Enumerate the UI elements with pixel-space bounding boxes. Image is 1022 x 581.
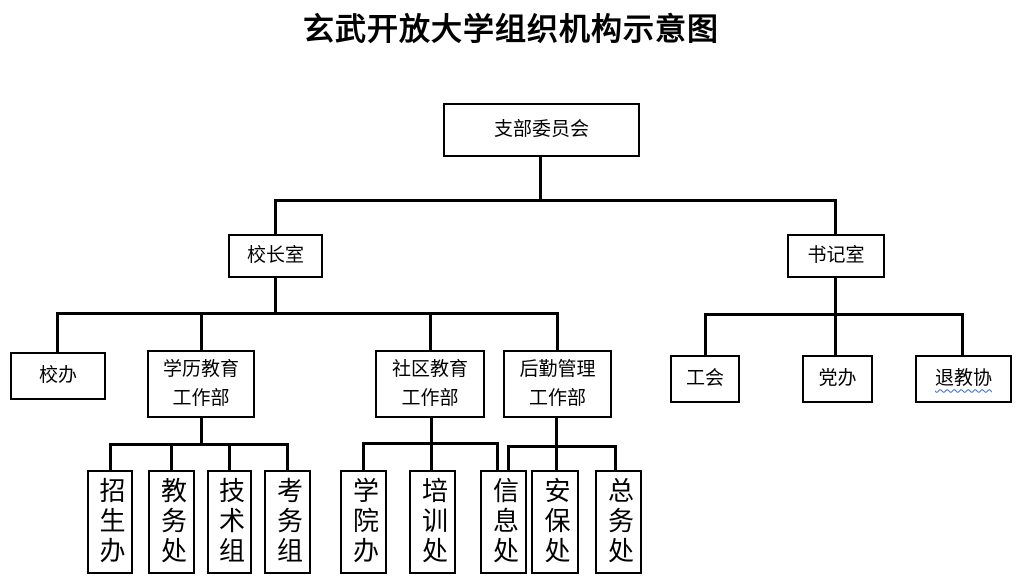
node-community-education-dept-label: 社区教育 工作部 (391, 358, 468, 409)
connector-branch-committee-drop (539, 157, 542, 201)
node-secretary-office: 书记室 (787, 234, 885, 278)
node-school-office-label: 校办 (38, 365, 77, 387)
node-general-affairs-office: 总务处 (595, 470, 642, 574)
node-retired-teachers-assoc: 退教协 (915, 355, 1012, 403)
connector-community-education-drop (429, 312, 432, 350)
connector-principal-office-riser (274, 278, 277, 314)
node-labor-union-label: 工会 (685, 368, 724, 390)
connector-secretary-to-party-office (834, 278, 837, 355)
node-admissions-office: 招生办 (87, 470, 133, 574)
connector-information-office-right-drop (507, 445, 510, 470)
connector-academic-affairs-drop (170, 443, 173, 470)
node-academic-education-dept-label: 学历教育 工作部 (162, 358, 239, 409)
connector-exam-affairs-drop (286, 443, 289, 470)
node-school-office: 校办 (10, 352, 106, 400)
connector-academic-education-drop (200, 312, 203, 350)
connector-secretary-office-drop (834, 199, 837, 234)
connector-labor-union-drop (704, 313, 707, 355)
connector-principal-office-drop (274, 199, 277, 234)
connector-community-children-horizontal (362, 442, 499, 445)
node-security-office-label: 安保处 (541, 477, 570, 567)
node-academic-affairs-office-label: 教务处 (157, 477, 187, 567)
connector-principal-children-horizontal (56, 312, 559, 315)
node-community-education-dept: 社区教育 工作部 (375, 350, 485, 418)
connector-retired-teachers-drop (961, 313, 964, 355)
node-principal-office-label: 校长室 (246, 245, 304, 267)
node-principal-office: 校长室 (228, 234, 323, 278)
node-security-office: 安保处 (531, 470, 579, 574)
node-branch-committee: 支部委员会 (443, 103, 640, 157)
connector-general-affairs-drop (614, 445, 617, 470)
connector-academic-children-horizontal (109, 443, 289, 446)
connector-logistics-drop (556, 312, 559, 350)
node-training-office: 培训处 (409, 470, 456, 574)
connector-logistics-riser (555, 418, 558, 470)
node-academic-affairs-office: 教务处 (148, 470, 195, 574)
node-academic-education-dept: 学历教育 工作部 (147, 350, 255, 418)
connector-level2-horizontal (274, 199, 837, 202)
node-college-office: 学院办 (340, 470, 387, 574)
node-secretary-office-label: 书记室 (807, 245, 865, 267)
node-labor-union: 工会 (670, 355, 740, 403)
connector-admissions-drop (109, 443, 112, 470)
node-information-office-label: 信息处 (489, 477, 519, 567)
node-logistics-management-dept: 后勤管理 工作部 (503, 350, 612, 418)
node-branch-committee-label: 支部委员会 (493, 119, 589, 141)
connector-information-office-left-drop (496, 442, 499, 470)
node-exam-affairs-group: 考务组 (264, 470, 311, 574)
node-party-office-label: 党办 (818, 368, 857, 390)
connector-academic-education-riser (200, 418, 203, 446)
connector-technical-group-drop (228, 443, 231, 470)
page-title: 玄武开放大学组织机构示意图 (303, 12, 719, 47)
connector-college-office-drop (362, 442, 365, 470)
node-logistics-management-dept-label: 后勤管理 工作部 (519, 358, 596, 409)
node-exam-affairs-group-label: 考务组 (273, 477, 303, 567)
node-technical-group-label: 技术组 (215, 477, 245, 567)
node-party-office: 党办 (802, 355, 873, 403)
node-admissions-office-label: 招生办 (96, 477, 125, 567)
node-training-office-label: 培训处 (418, 477, 448, 567)
node-general-affairs-office-label: 总务处 (604, 477, 634, 567)
connector-logistics-children-horizontal (507, 445, 617, 448)
node-retired-teachers-assoc-label: 退教协 (934, 368, 992, 390)
connector-secretary-children-horizontal (704, 313, 964, 316)
node-college-office-label: 学院办 (349, 477, 379, 567)
node-technical-group: 技术组 (207, 470, 252, 574)
node-information-office: 信息处 (480, 470, 527, 574)
connector-school-office-drop (56, 312, 59, 352)
